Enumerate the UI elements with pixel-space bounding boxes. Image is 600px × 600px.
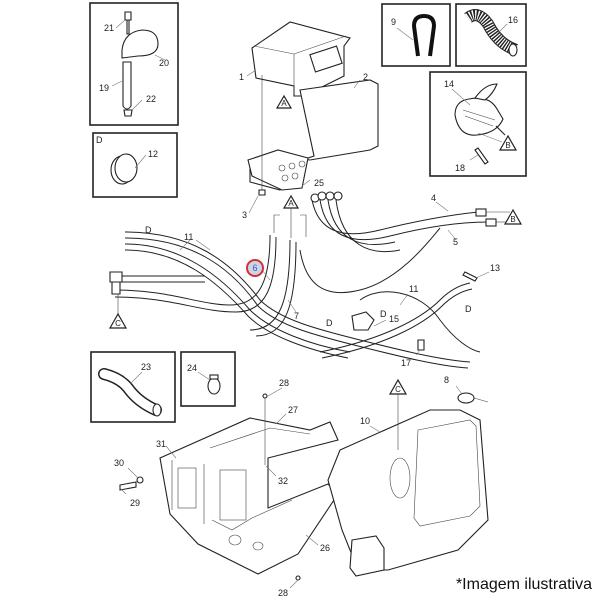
clamp-marker-d: D	[145, 225, 152, 235]
svg-text:6: 6	[252, 263, 257, 273]
svg-text:C: C	[115, 319, 121, 328]
clamp-ring-part	[114, 153, 138, 183]
inset-small-clamp: 24	[180, 351, 236, 407]
callout-5: 5	[453, 237, 458, 247]
reservoir-bracket-assembly: A 1 2 25 3	[239, 21, 379, 220]
callout-32: 32	[278, 476, 288, 486]
inset-clip: 9	[381, 3, 451, 67]
ref-triangle-b	[498, 134, 518, 151]
hose-end-fitting	[475, 208, 487, 217]
clamp-marker-d: D	[380, 309, 387, 319]
inset-corrugated-hose: 16	[455, 3, 527, 67]
clamp-marker-d: D	[326, 318, 333, 328]
svg-text:A: A	[288, 199, 294, 208]
callout-19: 19	[99, 83, 109, 93]
svg-text:C: C	[395, 385, 401, 394]
screw-part	[258, 189, 266, 196]
callout-18: 18	[455, 163, 465, 173]
svg-text:B: B	[510, 215, 515, 224]
callout-15: 15	[389, 314, 399, 324]
callout-10: 10	[360, 416, 370, 426]
tank-assembly: C 8 10	[327, 375, 489, 577]
frame-assembly: 28 27 31 30 29 32 26 28	[114, 378, 339, 598]
callout-3: 3	[242, 210, 247, 220]
tank-base-part	[349, 535, 385, 577]
callout-9: 9	[391, 17, 396, 27]
filler-cap-part	[457, 392, 475, 404]
illustrative-image-caption: *Imagem ilustrativa	[455, 576, 592, 593]
tee-fitting	[462, 271, 478, 282]
clamp-label-d: D	[96, 135, 103, 145]
bolt-part	[119, 481, 137, 491]
callout-28: 28	[279, 378, 289, 388]
callout-2: 2	[363, 72, 368, 82]
inset-hose-clamp: D 12	[92, 132, 178, 198]
clamp-marker-d: D	[465, 304, 472, 314]
callout-29: 29	[130, 498, 140, 508]
ref-triangle-a	[275, 94, 293, 109]
callout-24: 24	[187, 363, 197, 373]
valve-part	[351, 311, 375, 331]
callout-17: 17	[401, 358, 411, 368]
callout-20: 20	[159, 58, 169, 68]
reservoir-part	[251, 21, 351, 97]
hose-end-fitting	[485, 218, 497, 227]
small-clamp-part	[207, 377, 221, 395]
callout-7: 7	[294, 311, 299, 321]
callout-21: 21	[104, 23, 114, 33]
ref-triangle-b	[503, 208, 523, 225]
callout-1: 1	[239, 72, 244, 82]
bracket-strap-part	[122, 61, 132, 110]
callout-27: 27	[288, 405, 298, 415]
ref-triangle-c	[108, 312, 128, 329]
inset-frame	[180, 351, 236, 407]
callout-8: 8	[444, 375, 449, 385]
callout-28: 28	[278, 588, 288, 598]
callout-22: 22	[146, 94, 156, 104]
nut-part	[123, 109, 133, 117]
washer-part	[136, 476, 144, 484]
callout-16: 16	[508, 15, 518, 25]
callout-14: 14	[444, 79, 454, 89]
elbow-fitting	[109, 271, 123, 295]
callout-4: 4	[431, 193, 436, 203]
clamp-part	[121, 29, 159, 59]
connector-part	[454, 97, 504, 136]
svg-text:B: B	[505, 141, 510, 150]
callout-11: 11	[409, 284, 418, 294]
nipple-part	[417, 339, 425, 351]
plate-part	[247, 149, 309, 191]
callout-26: 26	[320, 543, 330, 553]
highlighted-callout-6[interactable]: 6	[246, 259, 264, 277]
inset-rubber-hose: 23	[90, 351, 176, 423]
callout-13: 13	[490, 263, 500, 273]
callout-12: 12	[148, 149, 158, 159]
callout-23: 23	[141, 362, 151, 372]
clip-part	[411, 13, 437, 57]
callout-31: 31	[156, 439, 166, 449]
inset-bracket-clamp: 21 20 19 22	[89, 2, 179, 126]
inset-frame	[89, 2, 179, 126]
frame-part	[159, 417, 339, 575]
callout-30: 30	[114, 458, 124, 468]
svg-text:A: A	[281, 99, 287, 108]
pin-part	[474, 147, 489, 165]
hose-routing: A C B	[108, 191, 523, 369]
inset-connector: B 14 18	[429, 71, 527, 177]
callout-25: 25	[314, 178, 324, 188]
bolt-part	[124, 11, 132, 35]
callout-11: 11	[184, 232, 193, 242]
